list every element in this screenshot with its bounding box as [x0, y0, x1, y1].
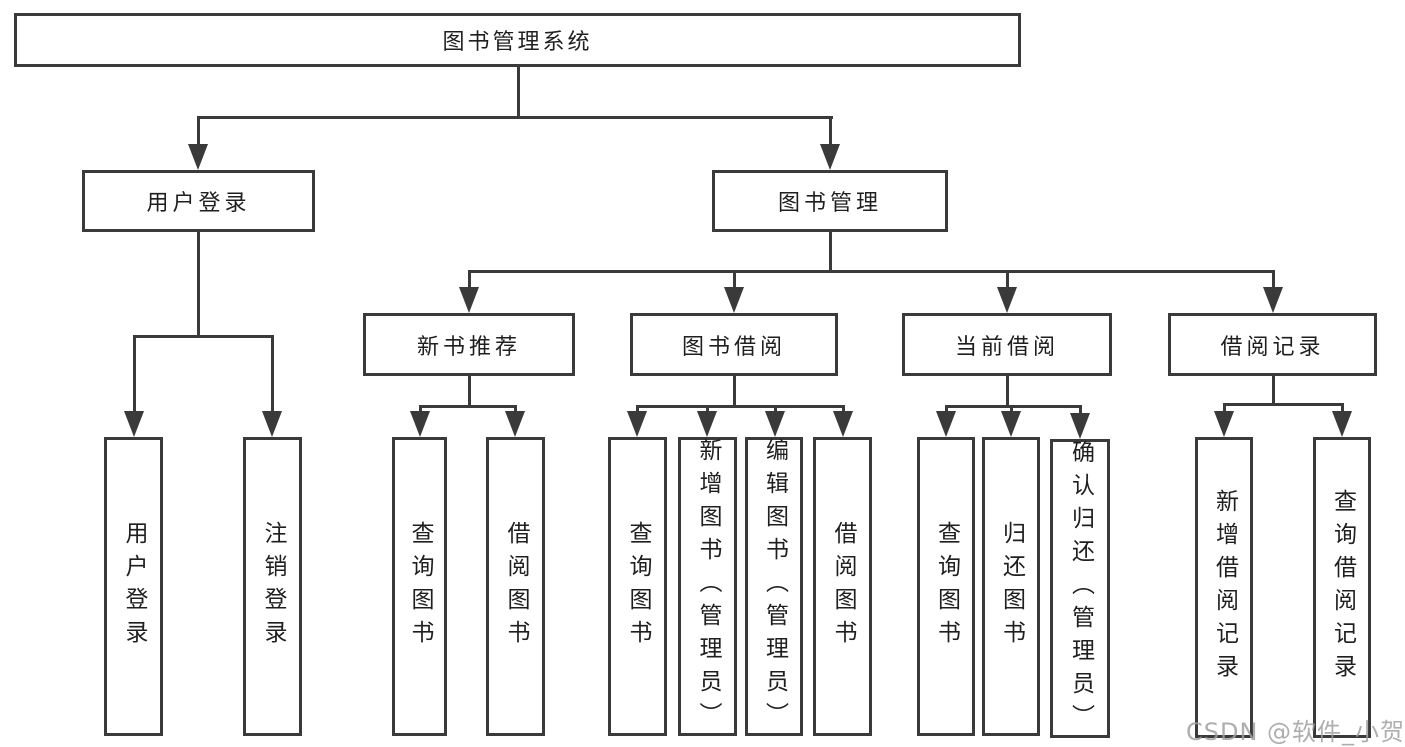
arrowhead-leaf-logout — [262, 411, 282, 437]
connector-book-borrow-hline — [636, 405, 845, 408]
node-borrow-records-label: 借阅记录 — [1220, 334, 1325, 360]
arrowhead-book-borrow — [724, 287, 744, 313]
connector-book-borrow-trunk — [733, 376, 736, 407]
connector-stem-g2-3 — [774, 405, 777, 415]
node-book-borrow-label: 图书借阅 — [681, 334, 786, 360]
leaf-query-borrow-record: 查询借阅记录 — [1313, 437, 1371, 738]
connector-stem-g2-4 — [842, 405, 845, 415]
connector-stem-g3-2 — [1010, 405, 1013, 415]
arrowhead-current-borrow — [997, 287, 1017, 313]
connector-stem-g2-1 — [636, 405, 639, 415]
node-borrow-records: 借阅记录 — [1168, 313, 1377, 376]
arrowhead-g3-1 — [936, 411, 956, 437]
connector-stem-leaf-user-login — [133, 335, 136, 415]
arrowhead-g4-2 — [1332, 411, 1352, 437]
node-current-borrow: 当前借阅 — [902, 313, 1112, 376]
connector-current-borrow-hline — [945, 405, 1082, 408]
arrowhead-g2-1 — [627, 411, 647, 437]
connector-stem-g3-3 — [1079, 405, 1082, 415]
connector-stem-g4-1 — [1223, 403, 1226, 413]
connector-stem-g2-2 — [706, 405, 709, 415]
connector-level2-hline — [197, 116, 833, 119]
node-book-mgmt-label: 图书管理 — [777, 191, 882, 216]
connector-stem-g1-1 — [419, 405, 422, 415]
connector-level3-hline — [468, 270, 1275, 273]
csdn-watermark: CSDN @软件_小贺同学 — [1186, 718, 1405, 746]
leaf-query-borrow-record-label: 查询借阅记录 — [1329, 488, 1356, 687]
connector-user-login-hline — [133, 335, 274, 338]
node-book-mgmt: 图书管理 — [712, 170, 948, 232]
leaf-confirm-return-admin: 确认归还（管理员） — [1050, 439, 1110, 738]
node-new-books: 新书推荐 — [363, 313, 575, 376]
arrowhead-g4-1 — [1214, 411, 1234, 437]
leaf-add-borrow-record-label: 新增借阅记录 — [1211, 488, 1238, 687]
leaf-return-book-label: 归还图书 — [998, 520, 1025, 653]
leaf-edit-book-admin: 编辑图书（管理员） — [745, 437, 803, 736]
leaf-borrow-books-g2-label: 借阅图书 — [830, 520, 856, 653]
leaf-user-login-label: 用户登录 — [121, 520, 147, 653]
leaf-user-login: 用户登录 — [104, 437, 163, 736]
connector-stem-leaf-logout — [271, 335, 274, 415]
leaf-add-book-admin-label: 新增图书（管理员） — [695, 438, 721, 735]
arrowhead-g1-2 — [505, 411, 525, 437]
connector-stem-book-borrow — [733, 270, 736, 292]
arrowhead-g3-3 — [1070, 413, 1090, 439]
node-root-label: 图书管理系统 — [442, 30, 593, 55]
leaf-edit-book-admin-label: 编辑图书（管理员） — [761, 438, 788, 735]
leaf-borrow-books-g2: 借阅图书 — [813, 437, 872, 736]
node-current-borrow-label: 当前借阅 — [954, 334, 1059, 360]
leaf-query-books-g3-label: 查询图书 — [933, 520, 960, 653]
node-new-books-label: 新书推荐 — [416, 334, 521, 360]
arrowhead-borrow-records — [1263, 287, 1283, 313]
arrowhead-g2-2 — [697, 411, 717, 437]
connector-stem-g4-2 — [1341, 403, 1344, 413]
leaf-query-books-g3: 查询图书 — [917, 437, 975, 736]
connector-new-books-hline — [419, 405, 517, 408]
leaf-query-books-g1: 查询图书 — [392, 437, 447, 736]
arrowhead-g3-2 — [1001, 411, 1021, 437]
arrowhead-new-books — [459, 287, 479, 313]
arrowhead-user-login — [188, 144, 208, 170]
leaf-query-books-g1-label: 查询图书 — [407, 520, 433, 653]
connector-new-books-trunk — [468, 376, 471, 407]
connector-root-trunk — [517, 67, 520, 118]
connector-book-mgmt-trunk — [829, 232, 832, 272]
arrowhead-g2-4 — [833, 411, 853, 437]
connector-user-login-trunk — [197, 232, 200, 338]
leaf-confirm-return-admin-label: 确认归还（管理员） — [1067, 440, 1094, 737]
connector-stem-new-books — [468, 270, 471, 292]
connector-stem-current-borrow — [1006, 270, 1009, 292]
leaf-logout-label: 注销登录 — [260, 520, 286, 653]
arrowhead-leaf-user-login — [124, 411, 144, 437]
arrowhead-g2-3 — [765, 411, 785, 437]
connector-borrow-records-trunk — [1272, 376, 1275, 405]
connector-stem-book-mgmt — [829, 116, 832, 148]
connector-borrow-records-hline — [1223, 403, 1344, 406]
node-user-login: 用户登录 — [82, 170, 315, 232]
connector-stem-g3-1 — [945, 405, 948, 415]
connector-stem-g1-2 — [514, 405, 517, 415]
node-root: 图书管理系统 — [14, 13, 1021, 67]
leaf-add-book-admin: 新增图书（管理员） — [678, 437, 737, 736]
arrowhead-g1-1 — [410, 411, 430, 437]
leaf-borrow-books-g1-label: 借阅图书 — [503, 520, 529, 653]
connector-current-borrow-trunk — [1006, 376, 1009, 407]
leaf-logout: 注销登录 — [243, 437, 302, 736]
connector-stem-borrow-records — [1272, 270, 1275, 292]
leaf-query-books-g2-label: 查询图书 — [625, 520, 651, 653]
leaf-query-books-g2: 查询图书 — [608, 437, 667, 736]
connector-stem-user-login — [197, 116, 200, 148]
node-user-login-label: 用户登录 — [146, 191, 251, 216]
leaf-borrow-books-g1: 借阅图书 — [486, 437, 545, 736]
arrowhead-book-mgmt — [820, 144, 840, 170]
leaf-return-book: 归还图书 — [982, 437, 1040, 736]
leaf-add-borrow-record: 新增借阅记录 — [1195, 437, 1253, 738]
node-book-borrow: 图书借阅 — [630, 313, 838, 376]
